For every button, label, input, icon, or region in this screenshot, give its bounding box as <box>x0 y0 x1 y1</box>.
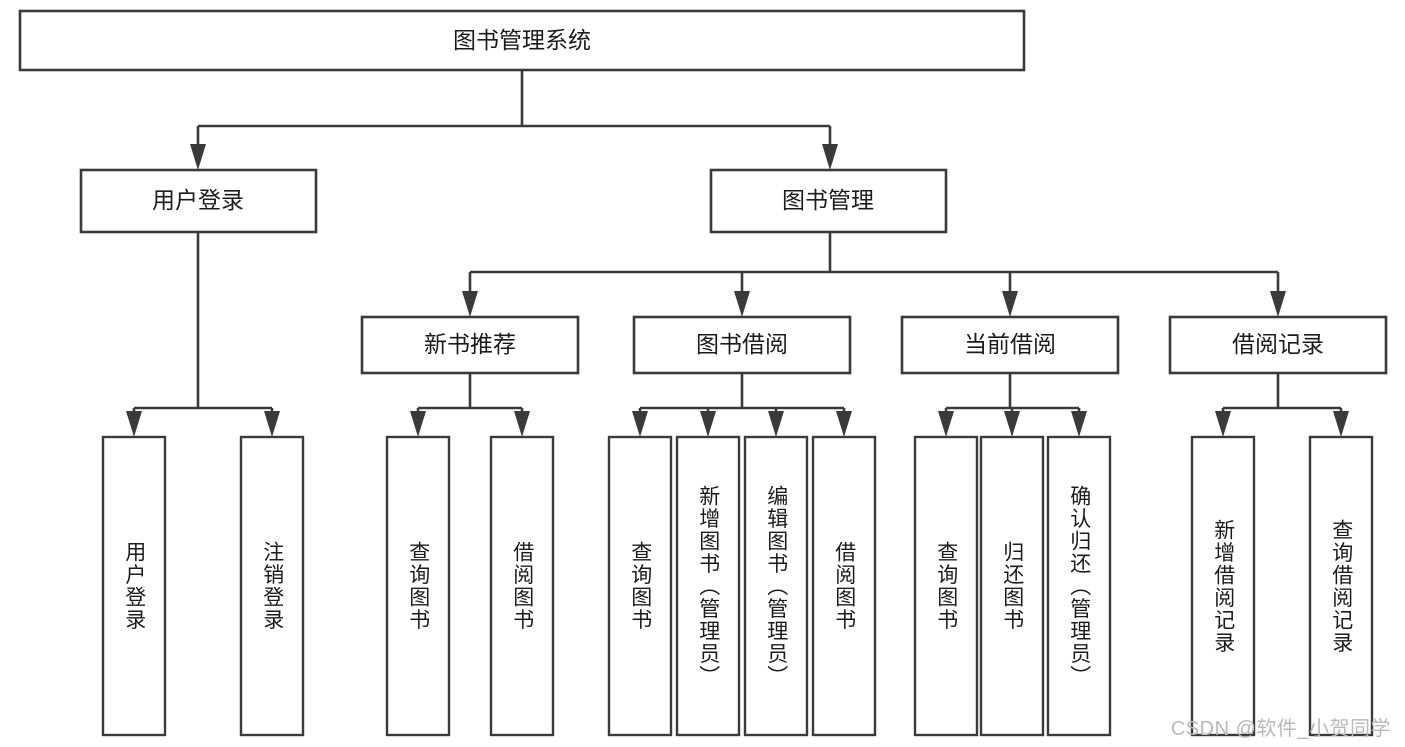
node-current-borrow[interactable]: 当前借阅 <box>900 315 1120 375</box>
leaf-box-currentborrow-0[interactable] <box>913 435 979 737</box>
node-book-borrow[interactable]: 图书借阅 <box>632 315 852 375</box>
node-new-book-recommend[interactable]: 新书推荐 <box>360 315 580 375</box>
leaf-box-bookborrow-2[interactable] <box>743 435 809 737</box>
connector-bookborrow-to-leaves <box>632 373 852 437</box>
connector-bookmgmt-to-level2 <box>462 232 1286 317</box>
leaf-box-borrowrecord-0[interactable] <box>1190 435 1256 737</box>
leaf-box-bookborrow-3[interactable] <box>811 435 877 737</box>
leaf-box-bookborrow-1[interactable] <box>675 435 741 737</box>
node-current-borrow-label: 当前借阅 <box>964 331 1056 357</box>
node-new-book-recommend-label: 新书推荐 <box>424 331 516 357</box>
node-borrow-record-label: 借阅记录 <box>1232 331 1324 357</box>
leaf-box-user-login-1[interactable] <box>239 435 305 737</box>
node-user-login-label: 用户登录 <box>152 187 244 213</box>
connector-newbook-to-leaves <box>410 373 530 437</box>
node-borrow-record[interactable]: 借阅记录 <box>1168 315 1388 375</box>
node-book-management[interactable]: 图书管理 <box>709 168 948 234</box>
connector-userlogin-to-leaves <box>126 232 280 437</box>
connector-borrowrecord-to-leaves <box>1215 373 1349 437</box>
leaf-boxes-new-book-recommend <box>385 435 555 737</box>
leaf-box-currentborrow-1[interactable] <box>979 435 1045 737</box>
node-root-label: 图书管理系统 <box>453 27 591 53</box>
leaf-box-bookborrow-0[interactable] <box>607 435 673 737</box>
leaf-box-currentborrow-2[interactable] <box>1046 435 1112 737</box>
leaf-box-borrowrecord-1[interactable] <box>1308 435 1374 737</box>
leaf-boxes-borrow-record <box>1190 435 1374 737</box>
connector-root-to-level1 <box>190 70 838 170</box>
leaf-boxes-user-login <box>101 435 305 737</box>
node-user-login[interactable]: 用户登录 <box>79 168 318 234</box>
leaf-box-user-login-0[interactable] <box>101 435 167 737</box>
node-root[interactable]: 图书管理系统 <box>18 9 1026 72</box>
leaf-boxes-book-borrow <box>607 435 877 737</box>
leaf-box-newbook-1[interactable] <box>489 435 555 737</box>
node-book-management-label: 图书管理 <box>782 187 874 213</box>
connector-currentborrow-to-leaves <box>938 373 1087 437</box>
node-book-borrow-label: 图书借阅 <box>696 331 788 357</box>
leaf-box-newbook-0[interactable] <box>385 435 451 737</box>
leaf-boxes-current-borrow <box>913 435 1112 737</box>
watermark: CSDN @软件_小贺同学 <box>1170 718 1391 740</box>
